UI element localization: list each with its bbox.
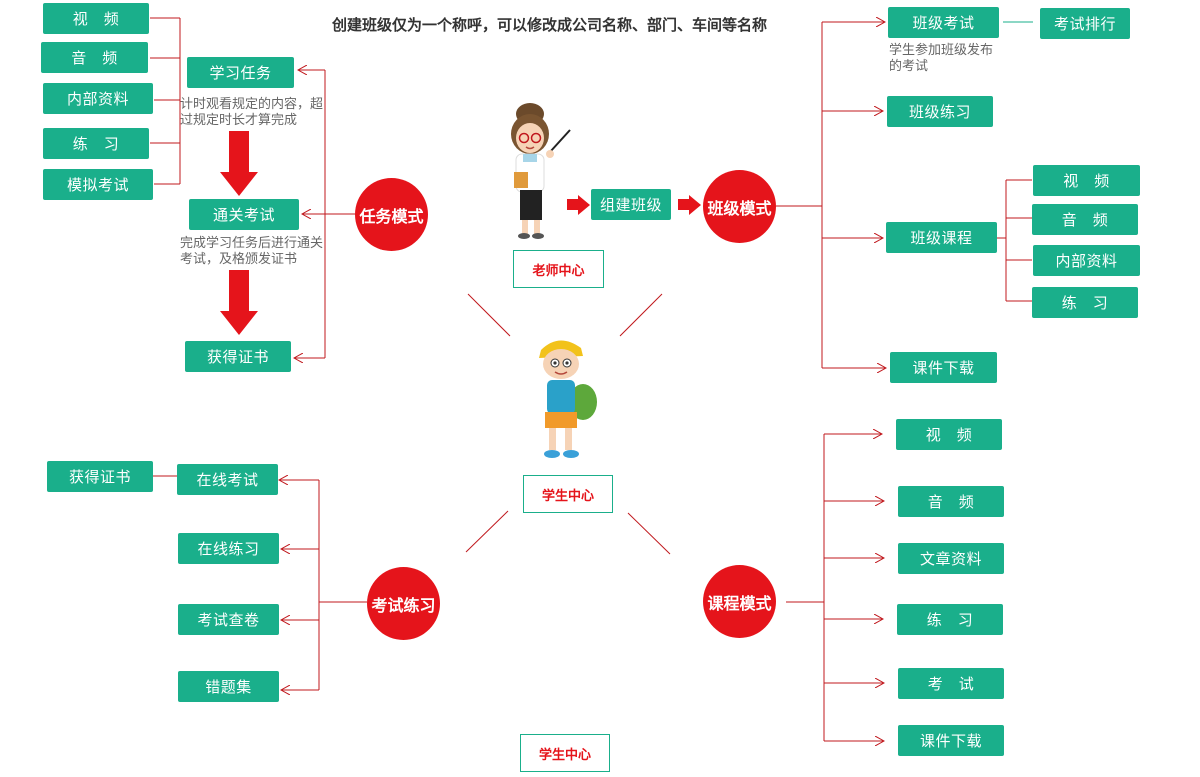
right-arrow-1 xyxy=(567,199,579,210)
step-pass-exam[interactable]: 通关考试 xyxy=(189,199,299,230)
class-course-internal-docs[interactable]: 内部资料 xyxy=(1033,245,1140,276)
class-course[interactable]: 班级课程 xyxy=(886,222,997,253)
media-video[interactable]: 视 频 xyxy=(43,3,149,34)
right-arrow-2-head xyxy=(689,195,701,215)
note-pass-exam: 完成学习任务后进行通关考试，及格颁发证书 xyxy=(180,236,324,267)
page-title: 创建班级仅为一个称呼，可以修改成公司名称、部门、车间等名称 xyxy=(332,16,768,34)
media-internal-docs[interactable]: 内部资料 xyxy=(43,83,153,114)
hub-task-mode[interactable]: 任务模式 xyxy=(355,178,428,251)
class-course-audio[interactable]: 音 频 xyxy=(1032,204,1138,235)
course-video[interactable]: 视 频 xyxy=(896,419,1002,450)
course-article-docs[interactable]: 文章资料 xyxy=(898,543,1004,574)
down-arrow-2-head xyxy=(220,311,258,335)
note-learning-task: 计时观看规定的内容，超过规定时长才算完成 xyxy=(180,97,324,128)
course-practice[interactable]: 练 习 xyxy=(897,604,1003,635)
media-mock-exam[interactable]: 模拟考试 xyxy=(43,169,153,200)
step-learning-task[interactable]: 学习任务 xyxy=(187,57,294,88)
class-course-video[interactable]: 视 频 xyxy=(1033,165,1140,196)
note-class-exam: 学生参加班级发布的考试 xyxy=(889,43,994,74)
class-course-practice[interactable]: 练 习 xyxy=(1032,287,1138,318)
teacher-illustration xyxy=(511,103,571,239)
hub-exam-practice[interactable]: 考试练习 xyxy=(367,567,440,640)
build-class-button[interactable]: 组建班级 xyxy=(591,189,671,220)
course-exam[interactable]: 考 试 xyxy=(898,668,1004,699)
teacher-center-label[interactable]: 老师中心 xyxy=(513,250,604,288)
media-audio[interactable]: 音 频 xyxy=(41,42,148,73)
down-arrow-2 xyxy=(229,270,249,312)
exam-ranking[interactable]: 考试排行 xyxy=(1040,8,1130,39)
class-courseware-download[interactable]: 课件下载 xyxy=(890,352,997,383)
exam-online-practice[interactable]: 在线练习 xyxy=(178,533,279,564)
right-arrow-1-head xyxy=(578,195,590,215)
down-arrow-1-head xyxy=(220,172,258,196)
course-courseware-download[interactable]: 课件下载 xyxy=(898,725,1004,756)
exam-online-exam[interactable]: 在线考试 xyxy=(177,464,278,495)
footer-student-center-label[interactable]: 学生中心 xyxy=(520,734,610,772)
class-exam[interactable]: 班级考试 xyxy=(888,7,999,38)
media-practice[interactable]: 练 习 xyxy=(43,128,149,159)
class-practice[interactable]: 班级练习 xyxy=(887,96,993,127)
right-arrow-2 xyxy=(678,199,690,210)
exam-review-papers[interactable]: 考试查卷 xyxy=(178,604,279,635)
down-arrow-1 xyxy=(229,131,249,173)
exam-get-certificate[interactable]: 获得证书 xyxy=(47,461,153,492)
hub-course-mode[interactable]: 课程模式 xyxy=(703,565,776,638)
student-illustration xyxy=(539,340,597,458)
exam-wrong-questions[interactable]: 错题集 xyxy=(178,671,279,702)
step-get-certificate[interactable]: 获得证书 xyxy=(185,341,291,372)
hub-class-mode[interactable]: 班级模式 xyxy=(703,170,776,243)
course-audio[interactable]: 音 频 xyxy=(898,486,1004,517)
student-center-label[interactable]: 学生中心 xyxy=(523,475,613,513)
